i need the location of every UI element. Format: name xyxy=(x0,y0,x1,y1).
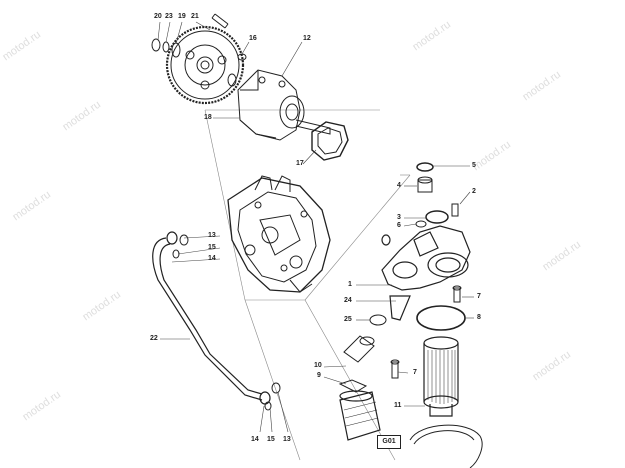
callout-19: 19 xyxy=(178,13,186,20)
gear-washers xyxy=(151,38,181,58)
o-ring-25 xyxy=(369,314,387,326)
callout-8: 8 xyxy=(477,314,481,321)
callout-13-top: 13 xyxy=(208,232,216,239)
sump-gasket xyxy=(409,424,483,468)
spacer-sleeve xyxy=(343,335,375,363)
callout-3: 3 xyxy=(397,214,401,221)
callout-12: 12 xyxy=(303,35,311,42)
callout-14-bottom: 14 xyxy=(251,436,259,443)
callout-14-top: 14 xyxy=(208,255,216,262)
oil-pipe xyxy=(152,231,271,405)
leader-lines xyxy=(157,21,474,433)
o-ring-6 xyxy=(415,220,427,228)
sleeve-4 xyxy=(417,176,433,193)
callout-17: 17 xyxy=(296,160,304,167)
engine-block xyxy=(227,175,331,293)
gear-pin xyxy=(211,13,229,29)
callout-9: 9 xyxy=(317,372,321,379)
oil-filter-housing xyxy=(381,225,471,321)
bolt-7-bottom xyxy=(390,359,400,379)
callout-23: 23 xyxy=(165,13,173,20)
callout-15-bottom: 15 xyxy=(267,436,275,443)
callout-15-top: 15 xyxy=(208,244,216,251)
pipe-fittings-top xyxy=(172,234,189,259)
callout-1: 1 xyxy=(348,281,352,288)
callout-22: 22 xyxy=(150,335,158,342)
callout-16: 16 xyxy=(249,35,257,42)
section-divider-lines xyxy=(204,109,411,461)
callout-7-top: 7 xyxy=(477,293,481,300)
callout-10: 10 xyxy=(314,362,322,369)
callout-24: 24 xyxy=(344,297,352,304)
oil-pump-gear xyxy=(165,25,245,105)
oil-strainer-11 xyxy=(339,390,381,441)
bolt-7-top xyxy=(452,285,462,303)
callout-13-bottom: 13 xyxy=(283,436,291,443)
pin-2 xyxy=(451,203,459,217)
callout-20: 20 xyxy=(154,13,162,20)
pump-gasket xyxy=(311,121,349,161)
callout-5: 5 xyxy=(472,162,476,169)
callout-11: 11 xyxy=(394,402,402,409)
callout-18: 18 xyxy=(204,114,212,121)
o-ring-5 xyxy=(416,162,434,172)
callout-21: 21 xyxy=(191,13,199,20)
callout-4: 4 xyxy=(397,182,401,189)
o-ring-8 xyxy=(416,305,466,331)
group-label-box: G01 xyxy=(377,435,401,449)
clip-9 xyxy=(338,379,368,393)
callout-25: 25 xyxy=(344,316,352,323)
callout-7-bottom: 7 xyxy=(413,369,417,376)
o-ring-3 xyxy=(425,210,449,224)
callout-2: 2 xyxy=(472,188,476,195)
oil-filter-element xyxy=(423,336,459,417)
callout-6: 6 xyxy=(397,222,401,229)
pipe-fittings-bottom xyxy=(264,382,281,411)
oil-pump-body xyxy=(237,69,331,141)
